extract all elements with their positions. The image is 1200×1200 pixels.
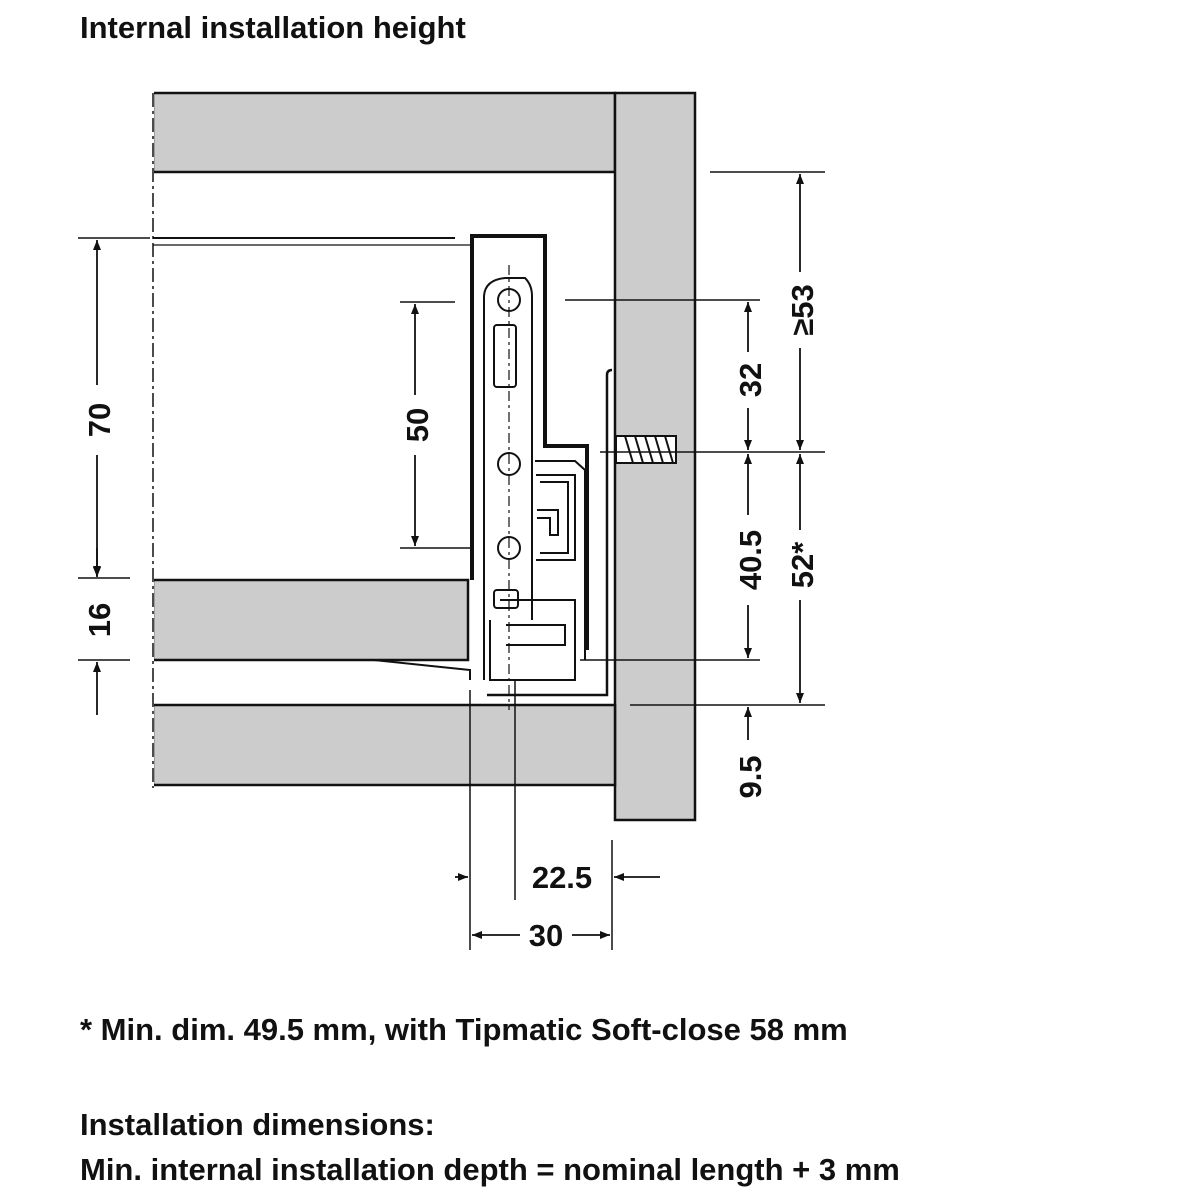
- dim-50: 50: [400, 408, 435, 442]
- drawer-side: [151, 578, 470, 662]
- screw-icon: [615, 435, 677, 464]
- top-shelf: [151, 91, 617, 174]
- dim-30: 30: [529, 918, 563, 953]
- installation-depth-note: Min. internal installation depth = nomin…: [80, 1152, 900, 1187]
- dim-32: 32: [733, 363, 768, 397]
- diagram-title: Internal installation height: [80, 10, 466, 45]
- dim-9-5: 9.5: [733, 755, 768, 798]
- dim-min-53: ≥53: [785, 284, 820, 336]
- dim-16: 16: [82, 603, 117, 637]
- drawer-runner: [373, 234, 677, 710]
- installation-heading: Installation dimensions:: [80, 1107, 435, 1142]
- dim-22-5: 22.5: [532, 860, 592, 895]
- footnote: * Min. dim. 49.5 mm, with Tipmatic Soft-…: [80, 1012, 848, 1047]
- dim-70: 70: [82, 403, 117, 437]
- bottom-shelf: [151, 703, 617, 787]
- dim-52: 52*: [785, 541, 820, 588]
- dim-40-5: 40.5: [733, 530, 768, 590]
